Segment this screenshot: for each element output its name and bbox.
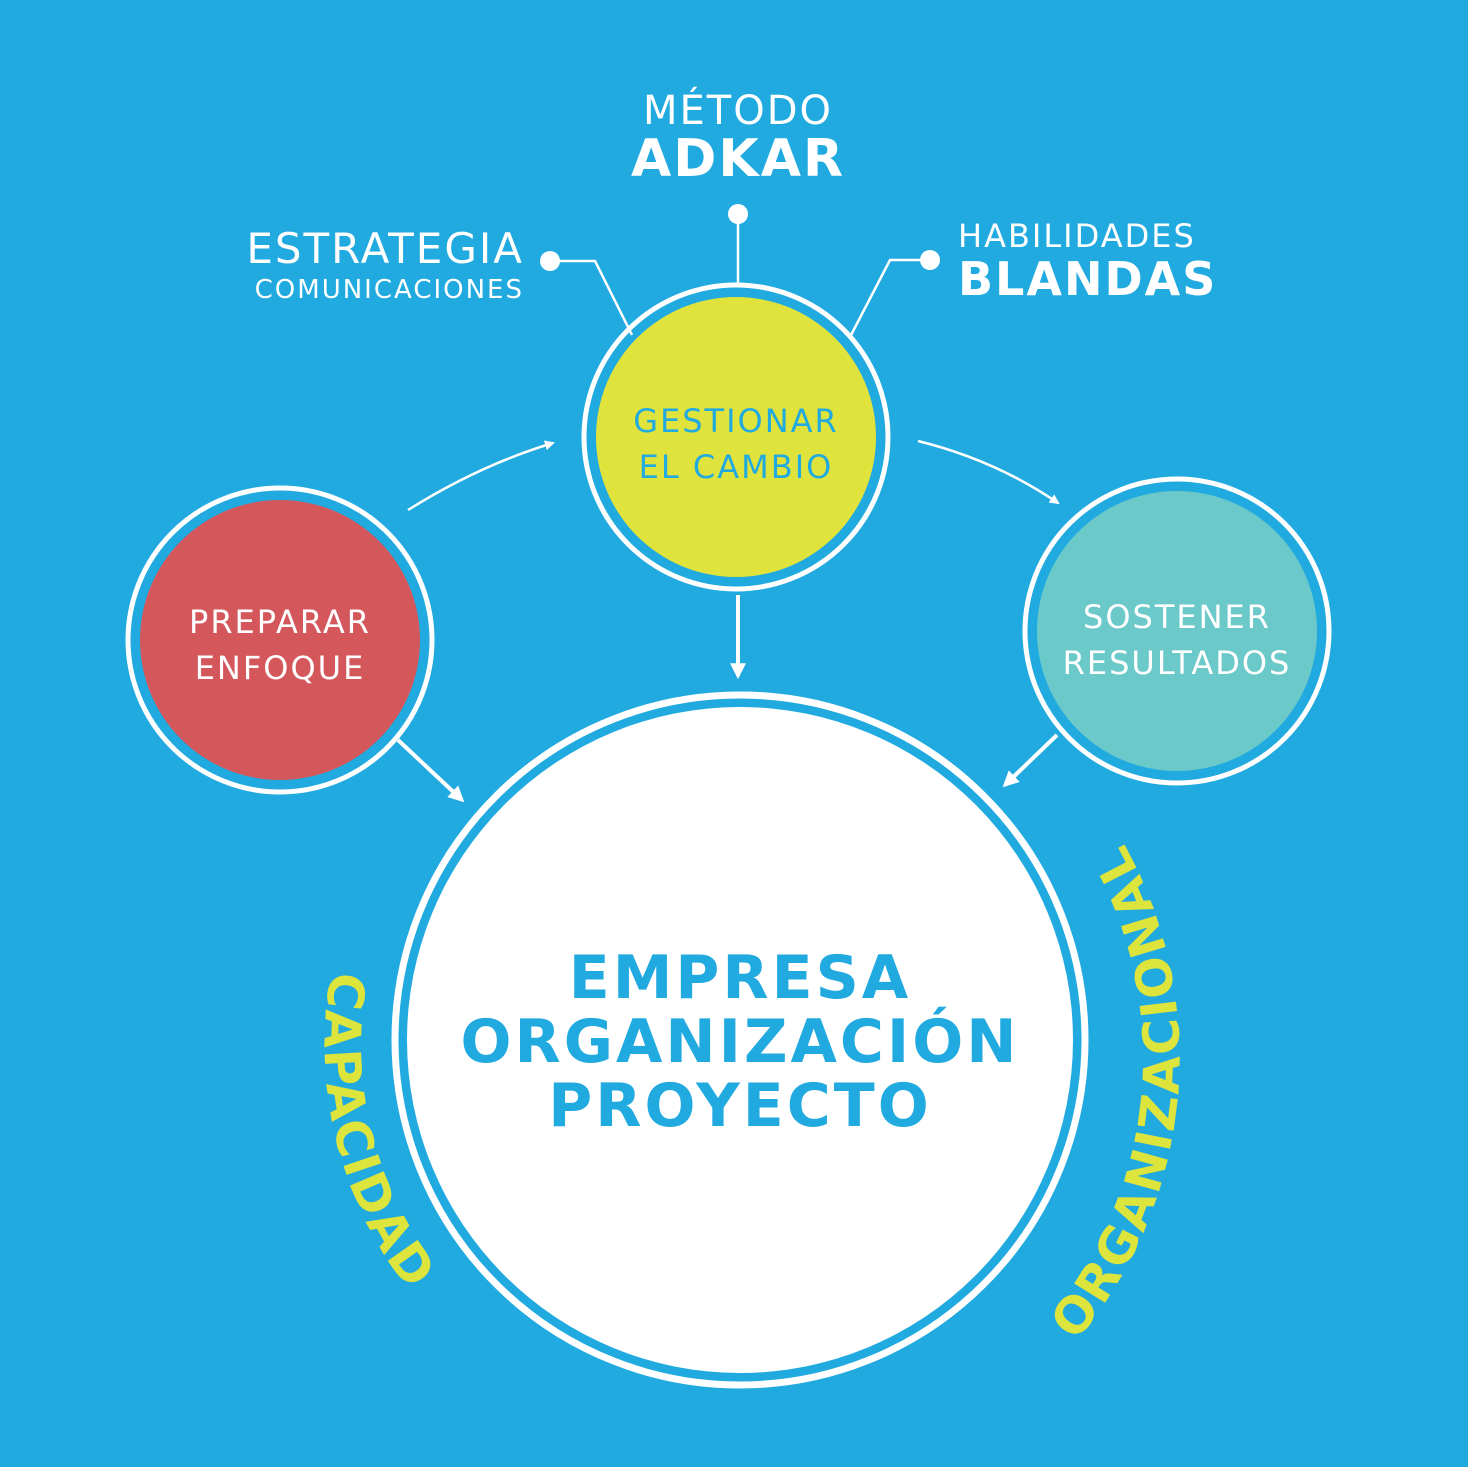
sostener-line2: RESULTADOS [1063, 644, 1292, 682]
gestionar-line1: GESTIONAR [633, 402, 839, 440]
estrategia-label: ESTRATEGIA COMUNICACIONES [246, 224, 524, 305]
callout-dots [540, 204, 940, 271]
flow-arrows [407, 439, 1060, 512]
gestionar-circle [596, 297, 876, 577]
empresa-line1: EMPRESA [569, 943, 912, 1013]
metodo-label-line2: ADKAR [631, 129, 845, 189]
estrategia-connector [550, 259, 634, 336]
habilidades-label-line1: HABILIDADES [958, 217, 1196, 255]
preparar-circle [140, 500, 420, 780]
metodo-adkar-label: MÉTODO ADKAR [631, 86, 845, 189]
sostener-outer-ring [1022, 476, 1332, 786]
preparar-line1: PREPARAR [189, 603, 371, 641]
node-sostener-resultados: SOSTENER RESULTADOS [1022, 476, 1332, 786]
estrategia-dot [540, 251, 560, 271]
estrategia-label-line2: COMUNICACIONES [255, 275, 524, 305]
main-arrows [396, 595, 1059, 803]
habilidades-label-line2: BLANDAS [958, 252, 1217, 306]
gestionar-line2: EL CAMBIO [639, 448, 834, 486]
preparar-line2: ENFOQUE [195, 649, 366, 687]
habilidades-dot [920, 250, 940, 270]
sostener-circle [1037, 491, 1317, 771]
gestionar-outer-ring [581, 282, 891, 592]
estrategia-label-line1: ESTRATEGIA [246, 224, 524, 273]
habilidades-label: HABILIDADES BLANDAS [958, 217, 1217, 306]
callout-connectors [550, 214, 930, 338]
habilidades-connector [848, 258, 930, 338]
empresa-outer-ring [391, 691, 1089, 1389]
arrow-preparar-to-gestionar [407, 440, 555, 512]
arrow-preparar-to-empresa [396, 738, 465, 803]
arrow-sostener-to-empresa [1002, 733, 1059, 788]
sostener-line1: SOSTENER [1083, 598, 1271, 636]
node-preparar-enfoque: PREPARAR ENFOQUE [125, 485, 435, 795]
node-empresa-organizacion-proyecto: EMPRESA ORGANIZACIÓN PROYECTO [391, 691, 1089, 1389]
metodo-dot [728, 204, 748, 224]
empresa-line2: ORGANIZACIÓN [461, 1006, 1020, 1077]
metodo-label-line1: MÉTODO [643, 86, 833, 134]
empresa-circle [407, 707, 1073, 1373]
node-gestionar-el-cambio: GESTIONAR EL CAMBIO [581, 282, 891, 592]
arrow-gestionar-to-sostener [917, 439, 1060, 505]
preparar-outer-ring [125, 485, 435, 795]
empresa-line3: PROYECTO [548, 1071, 931, 1141]
